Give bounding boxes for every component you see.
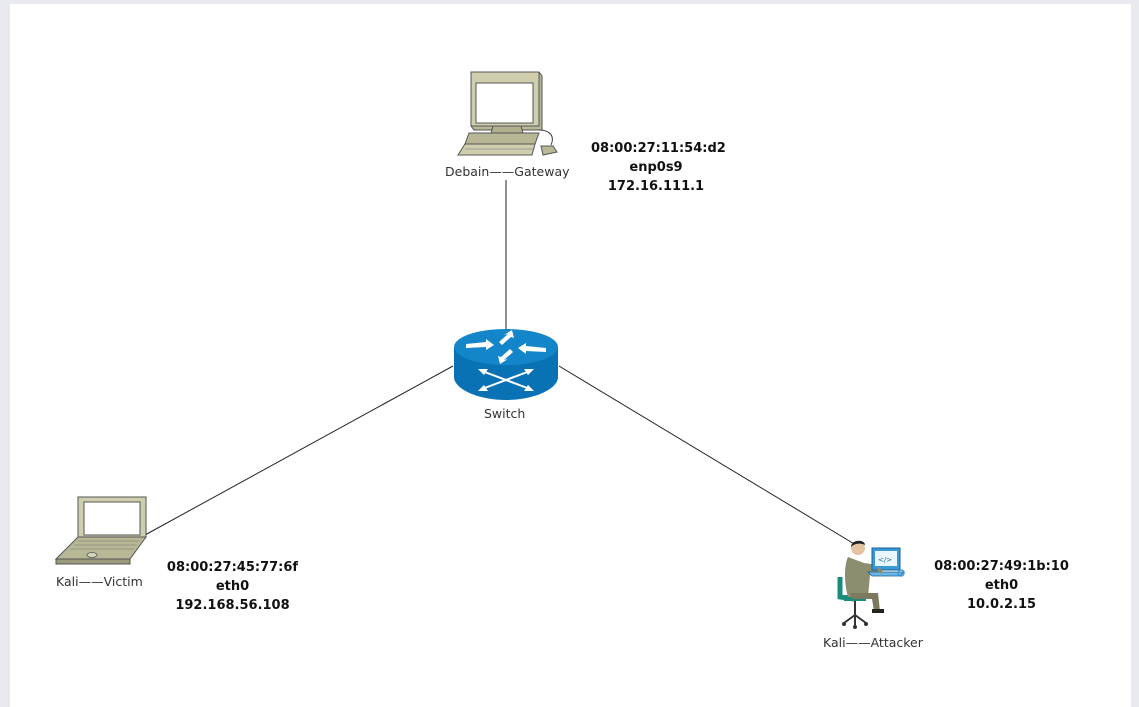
link-switch-victim xyxy=(144,365,454,536)
gateway-mac: 08:00:27:11:54:d2 xyxy=(591,141,726,156)
attacker-info: 08:00:27:49:1b:10 eth0 10.0.2.15 xyxy=(934,557,1069,614)
gateway-ip: 172.16.111.1 xyxy=(607,179,705,194)
network-switch-icon[interactable] xyxy=(452,327,560,403)
gateway-label: Debain——Gateway xyxy=(445,164,570,179)
attacker-label: Kali——Attacker xyxy=(823,635,923,650)
link-switch-attacker xyxy=(558,365,857,546)
victim-mac: 08:00:27:45:77:6f xyxy=(166,560,299,575)
desktop-computer-icon[interactable] xyxy=(455,70,561,162)
victim-info: 08:00:27:45:77:6f eth0 192.168.56.108 xyxy=(165,558,300,615)
victim-ip: 192.168.56.108 xyxy=(175,598,290,613)
laptop-icon[interactable] xyxy=(54,495,148,567)
attacker-mac: 08:00:27:49:1b:10 xyxy=(934,559,1069,574)
user-at-workstation-icon[interactable]: </> xyxy=(834,535,906,631)
switch-label: Switch xyxy=(484,406,526,421)
diagram-canvas xyxy=(10,4,1131,707)
gateway-info: 08:00:27:11:54:d2 enp0s9 172.16.111.1 xyxy=(591,139,726,196)
attacker-ip: 10.0.2.15 xyxy=(966,597,1037,612)
attacker-iface: eth0 xyxy=(984,578,1019,593)
svg-text:</>: </> xyxy=(878,556,892,564)
victim-label: Kali——Victim xyxy=(56,574,143,589)
victim-iface: eth0 xyxy=(215,579,250,594)
gateway-iface: enp0s9 xyxy=(629,160,683,175)
